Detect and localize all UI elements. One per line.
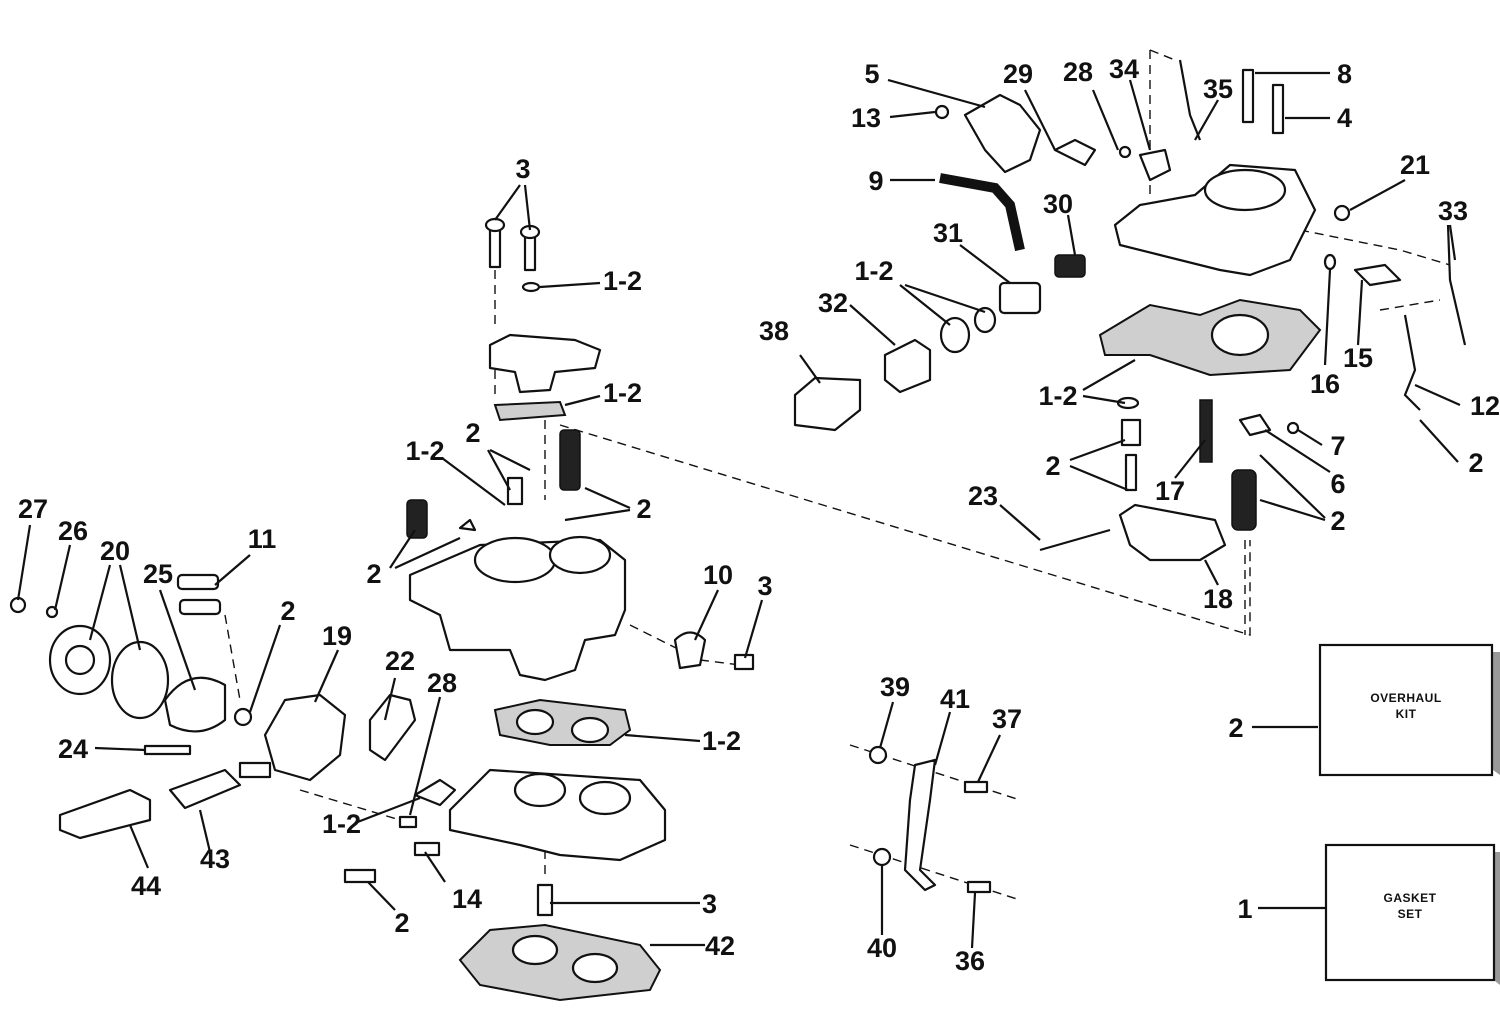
callout-label: 15: [1343, 343, 1373, 373]
ring-20: [110, 640, 170, 720]
callout-label: 2: [1330, 506, 1345, 536]
callout-label: 32: [818, 288, 848, 318]
callout-label: 26: [58, 516, 88, 546]
overhaul-kit-label-line2: KIT: [1396, 707, 1417, 721]
callout-label: 2: [1045, 451, 1060, 481]
gasket-1-2-mid: [493, 698, 632, 746]
gasket-set-box: GASKET SET: [1324, 843, 1500, 985]
callout-label: 2: [1228, 713, 1243, 743]
callout-label: 34: [1109, 54, 1139, 84]
callout-label: 2: [366, 559, 381, 589]
callout-label: 1-2: [854, 256, 893, 286]
filter-31: [998, 281, 1042, 315]
overhaul-kit-label-line1: OVERHAUL: [1370, 691, 1441, 705]
spring-17: [1199, 399, 1213, 463]
callout-label: 31: [933, 218, 963, 248]
callout-label: 10: [703, 560, 733, 590]
choke-motor-5: [963, 93, 1042, 174]
callout-label: 23: [968, 481, 998, 511]
callout-label: 42: [705, 931, 735, 961]
callout-label: 28: [427, 668, 457, 698]
callout-label: 1-2: [1038, 381, 1077, 411]
callout-label: 18: [1203, 584, 1233, 614]
callout-label: 12: [1470, 391, 1500, 421]
callout-label: 38: [759, 316, 789, 346]
callout-label: 25: [143, 559, 173, 589]
callout-label: 1: [1237, 894, 1252, 924]
inlet-nut-32: [883, 338, 932, 394]
gasket-42: [458, 923, 662, 1002]
choke-pull-off-19: [263, 693, 347, 782]
part-10: [673, 631, 707, 670]
callout-label: 7: [1330, 431, 1345, 461]
gasket-small: [493, 400, 567, 422]
callout-label: 9: [868, 166, 883, 196]
callout-label: 2: [394, 908, 409, 938]
callout-label: 11: [248, 524, 277, 554]
bracket-41: [903, 758, 937, 892]
float-18: [1118, 503, 1227, 562]
callout-label: 2: [465, 418, 480, 448]
callout-label: 21: [1400, 150, 1430, 180]
callout-label: 14: [452, 884, 482, 914]
callout-label: 4: [1337, 103, 1352, 133]
callout-label: 28: [1063, 57, 1093, 87]
callout-label: 33: [1438, 196, 1468, 226]
cover-25: [163, 676, 227, 733]
callout-label: 2: [1468, 448, 1483, 478]
assembly-dash-lines: [224, 49, 1451, 901]
callout-label: 6: [1330, 469, 1345, 499]
callout-label: 1-2: [405, 436, 444, 466]
callout-label: 2: [636, 494, 651, 524]
callout-label: 29: [1003, 59, 1033, 89]
part-38: [793, 376, 862, 432]
callout-label: 43: [200, 844, 230, 874]
callout-label: 13: [851, 103, 881, 133]
callout-label: 37: [992, 704, 1022, 734]
callout-label: 17: [1155, 476, 1185, 506]
callout-label: 3: [757, 571, 772, 601]
screw-8: [1241, 68, 1255, 124]
callout-label: 16: [1310, 369, 1340, 399]
callout-label: 40: [867, 933, 897, 963]
callout-label: 1-2: [322, 809, 361, 839]
bracket-22: [368, 693, 417, 762]
callout-label: 2: [280, 596, 295, 626]
part-11: [176, 573, 220, 591]
callout-label: 36: [955, 946, 985, 976]
carburetor-body: [408, 538, 627, 682]
leader-lines: [16, 71, 1461, 949]
callout-label: 30: [1043, 189, 1073, 219]
tube-44: [58, 788, 152, 840]
callout-label: 5: [864, 59, 879, 89]
callout-label: 41: [940, 684, 970, 714]
callout-label: 1-2: [702, 726, 741, 756]
callout-label: 20: [100, 536, 130, 566]
callout-label: 3: [515, 154, 530, 184]
callout-label: 1-2: [603, 378, 642, 408]
callout-label: 39: [880, 672, 910, 702]
gasket-set-label-line2: SET: [1398, 907, 1423, 921]
callout-label: 19: [322, 621, 352, 651]
callout-label: 3: [702, 889, 717, 919]
overhaul-kit-box: OVERHAUL KIT: [1318, 643, 1500, 777]
callout-label: 1-2: [603, 266, 642, 296]
callout-label: 27: [18, 494, 48, 524]
screw-4: [1271, 83, 1285, 135]
callout-label: 22: [385, 646, 415, 676]
spring-30: [1054, 254, 1086, 278]
bracket-part: [488, 333, 602, 394]
callout-label: 44: [131, 871, 161, 901]
gasket-1-2-right: [1098, 298, 1322, 377]
callout-labels: 3 1-2 1-2 2 1-2 2 2 27 26 20 25 11 2 19 …: [18, 54, 1500, 976]
sleeve-43: [168, 768, 242, 810]
hose-9: [939, 173, 1025, 252]
spring-parts: [406, 429, 581, 539]
callout-label: 24: [58, 734, 88, 764]
callout-label: 35: [1203, 74, 1233, 104]
parts: [9, 59, 1467, 1002]
gasket-set-label-line1: GASKET: [1383, 891, 1436, 905]
callout-label: 8: [1337, 59, 1352, 89]
